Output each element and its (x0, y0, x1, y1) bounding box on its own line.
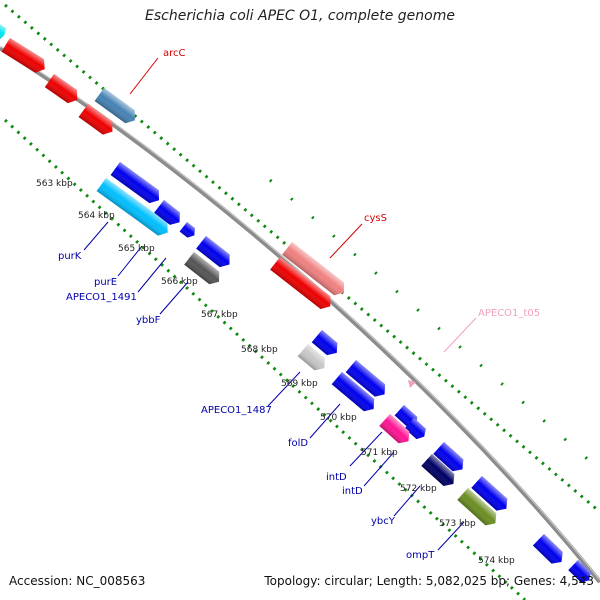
backbone-highlight (0, 45, 600, 581)
gene-arrow-red-2[interactable] (44, 74, 82, 107)
gene-arrow-ybbF[interactable] (184, 252, 224, 288)
gene-arrow-intD-magenta[interactable] (379, 414, 413, 447)
kbp-label-568: 568 kbp (241, 345, 278, 355)
gene-arrow-blue-573[interactable] (471, 476, 511, 515)
topology-text: Topology: circular; Length: 5,082,025 bp… (264, 574, 594, 588)
kbp-label-563: 563 kbp (36, 179, 73, 189)
gene-label-intD-1[interactable]: intD (326, 472, 347, 483)
gene-arrow-grey-568[interactable] (297, 344, 330, 374)
gene-labels: arcC cysS APECO1_t05 purK purE APECO1_14… (58, 48, 540, 561)
gene-label-purE[interactable]: purE (94, 277, 117, 288)
gene-label-APECO1_1491[interactable]: APECO1_1491 (66, 292, 137, 303)
gene-arrow-ybcY-navy[interactable] (421, 454, 458, 490)
leader-arcC (129, 57, 159, 95)
gene-label-arcC[interactable]: arcC (163, 48, 186, 59)
map-title: Escherichia coli APEC O1, complete genom… (145, 8, 455, 24)
forward-genes (0, 22, 349, 313)
leader-purK (83, 221, 109, 251)
kbp-tick-labels: 563 kbp 564 kbp 565 kbp 566 kbp 567 kbp … (36, 179, 515, 566)
gene-arrow-APECO1_1487-a[interactable] (345, 360, 390, 401)
leader-cysS (329, 223, 363, 259)
gene-arrow-red-3[interactable] (78, 104, 118, 138)
gene-arrow-ompT[interactable] (457, 488, 500, 529)
gene-arrow-small-blue[interactable] (179, 222, 198, 240)
leader-intD-1 (349, 431, 383, 467)
leader-APECO1_1487 (267, 371, 301, 407)
gene-arrow-blue-1[interactable] (110, 162, 164, 207)
gene-arrow-arcC[interactable] (94, 88, 140, 127)
gene-label-ybbF[interactable]: ybbF (136, 315, 161, 326)
gene-arrow-blue-574-b[interactable] (568, 560, 594, 585)
kbp-label-565: 565 kbp (118, 244, 155, 254)
leader-ybbF (159, 281, 189, 315)
leader-ybcY (393, 485, 421, 517)
gene-arrow-purE[interactable] (154, 200, 184, 229)
gene-arrow-cysS-pink[interactable] (282, 242, 349, 299)
gene-label-intD-2[interactable]: intD (342, 486, 363, 497)
gene-arrow-intD-blue[interactable] (433, 442, 467, 475)
gene-arrow-purK[interactable] (96, 178, 173, 239)
kbp-label-564: 564 kbp (78, 211, 115, 221)
leader-lines (83, 57, 477, 551)
leader-purE (117, 245, 143, 277)
gene-arrow-trna-APECO1_t05[interactable] (408, 380, 416, 388)
kbp-label-574: 574 kbp (478, 556, 515, 566)
gene-label-ompT[interactable]: ompT (406, 550, 435, 561)
gene-arrow-blue-568[interactable] (311, 330, 342, 359)
kbp-label-572: 572 kbp (400, 484, 437, 494)
gene-label-ybcY[interactable]: ybcY (371, 516, 396, 527)
gene-label-APECO1_1487[interactable]: APECO1_1487 (201, 405, 272, 416)
leader-folD (309, 403, 341, 439)
gene-arrow-APECO1_1487-b[interactable] (331, 372, 379, 415)
gene-label-purK[interactable]: purK (58, 251, 82, 262)
leader-APECO1_t05 (443, 317, 477, 353)
gene-label-cysS[interactable]: cysS (364, 213, 387, 224)
gene-arrow-blue-574-a[interactable] (532, 534, 567, 568)
kbp-label-573: 573 kbp (439, 519, 476, 529)
gene-arrow-cyan-top[interactable] (0, 22, 8, 41)
gene-label-folD[interactable]: folD (288, 438, 308, 449)
reverse-genes (96, 162, 594, 585)
kbp-label-566: 566 kbp (161, 277, 198, 287)
leader-ompT (437, 521, 465, 551)
gene-arrow-folD-b[interactable] (404, 418, 429, 442)
leader-intD-2 (363, 451, 395, 487)
accession-text: Accession: NC_008563 (9, 574, 146, 588)
gene-label-APECO1_t05[interactable]: APECO1_t05 (478, 308, 540, 319)
kbp-label-569: 569 kbp (281, 379, 318, 389)
kbp-label-571: 571 kbp (361, 448, 398, 458)
gene-arrow-cysS-red[interactable] (270, 257, 335, 313)
leader-APECO1_1491 (137, 257, 167, 293)
kbp-label-567: 567 kbp (201, 310, 238, 320)
kbp-label-570: 570 kbp (320, 413, 357, 423)
gene-arrow-APECO1_1491[interactable] (196, 236, 234, 271)
gene-arrow-red-1[interactable] (1, 38, 49, 76)
